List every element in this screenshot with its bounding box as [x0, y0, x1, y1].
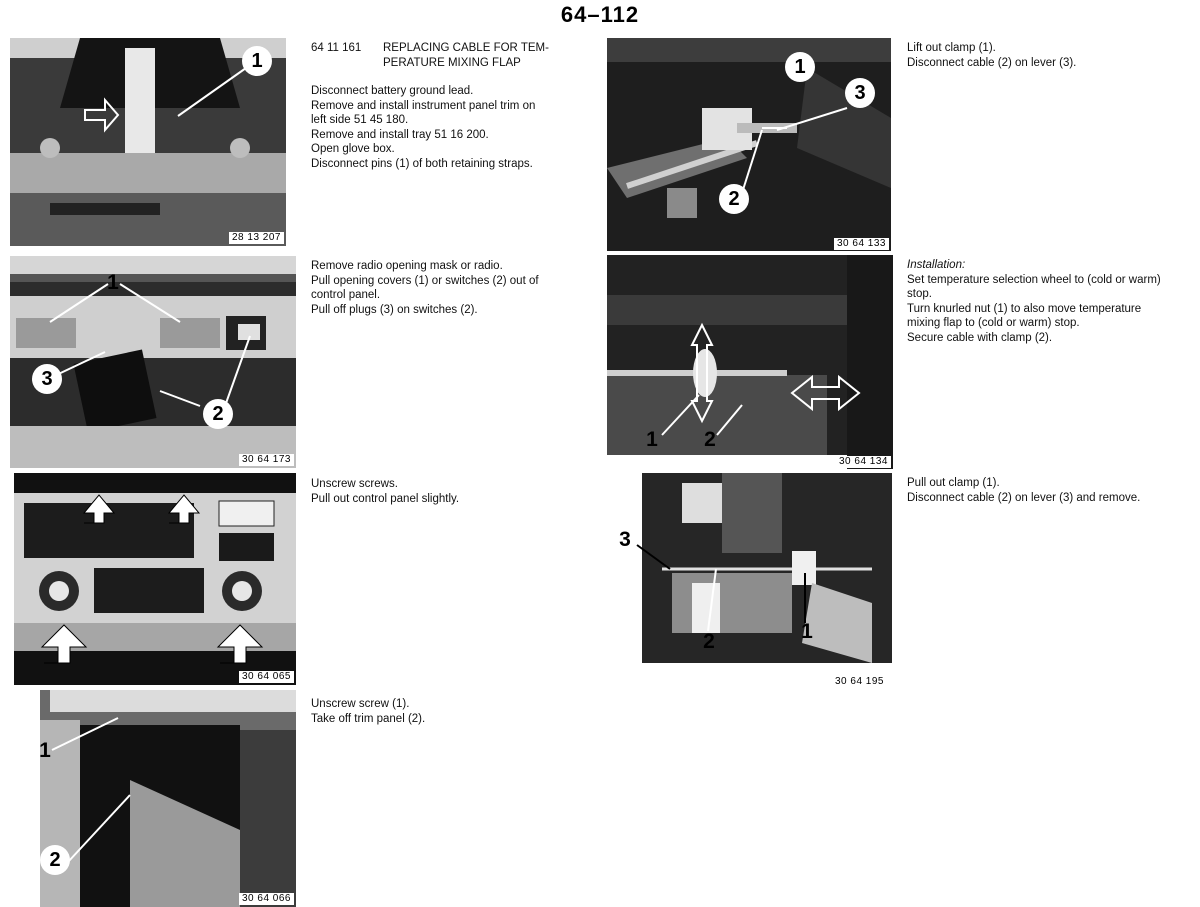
figure-code: 30 64 065 — [239, 671, 294, 683]
figure-code: 30 64 066 — [239, 893, 294, 905]
section-clamp: Lift out clamp (1). Disconnect cable (2)… — [907, 41, 1076, 70]
figure-photo-trim-panel: 1 2 30 64 066 — [10, 690, 296, 907]
figure-callout: 1 — [801, 620, 813, 643]
step-line: Take off trim panel (2). — [311, 712, 426, 725]
procedure-title-line1: REPLACING CABLE FOR TEM- — [383, 42, 549, 54]
step-line: Secure cable with clamp (2). — [907, 331, 1053, 344]
figure-callout: 2 — [704, 428, 716, 451]
step-line: Open glove box. — [311, 143, 395, 155]
step-line: left side 51 45 180. — [311, 114, 409, 126]
step-line: Unscrew screws. — [311, 478, 398, 490]
figure-callout: 1 — [785, 52, 815, 82]
page-number: 64–112 — [560, 2, 640, 27]
section-screws: Unscrew screws. Pull out control panel s… — [311, 477, 459, 506]
figure-callout: 3 — [845, 78, 875, 108]
procedure-title-line2: PERATURE MIXING FLAP — [383, 56, 521, 69]
step-line: Turn knurled nut (1) to also move temper… — [907, 302, 1142, 315]
figure-callout: 1 — [242, 46, 272, 76]
section-intro: 64 11 161 REPLACING CABLE FOR TEM- PERATU… — [311, 41, 549, 171]
step-line: mixing flap to (cold or warm) stop. — [907, 317, 1080, 329]
step-line: Disconnect cable (2) on lever (3) and re… — [907, 491, 1141, 504]
step-line: Remove radio opening mask or radio. — [311, 260, 503, 272]
step-line: Unscrew screw (1). — [311, 698, 410, 710]
figure-callout: 1 — [107, 271, 119, 294]
figure-callout: 1 — [646, 428, 658, 451]
figure-photo-clamp-lever: 1 3 2 30 64 133 — [607, 38, 891, 251]
step-line: Disconnect pins (1) of both retaining st… — [311, 157, 533, 170]
figure-photo-retaining-strap: 1 28 13 207 — [10, 38, 286, 246]
figure-photo-pull-out-clamp: 3 2 1 30 64 195 — [612, 473, 892, 688]
figure-code: 30 64 195 — [832, 676, 887, 688]
step-line: Pull out control panel slightly. — [311, 492, 460, 505]
installation-heading: Installation: — [907, 259, 966, 271]
procedure-code: 64 11 161 — [311, 42, 362, 54]
figure-callout: 2 — [203, 399, 233, 429]
step-line: Remove and install tray 51 16 200. — [311, 128, 489, 141]
step-line: Pull opening covers (1) or switches (2) … — [311, 274, 539, 287]
step-line: Pull out clamp (1). — [907, 477, 1000, 489]
step-line: Disconnect cable (2) on lever (3). — [907, 56, 1077, 69]
procedure-title: 64 11 161 REPLACING CABLE FOR TEM- PERATU… — [311, 41, 549, 70]
figure-code: 30 64 173 — [239, 454, 294, 466]
step-line: Disconnect battery ground lead. — [311, 85, 474, 97]
figure-callout: 3 — [619, 528, 631, 551]
figure-code: 30 64 134 — [836, 456, 891, 468]
figure-photo-control-panel-switches: 1 3 2 30 64 173 — [10, 256, 296, 468]
figure-code: 30 64 133 — [834, 238, 889, 250]
figure-callout: 2 — [703, 630, 715, 653]
figure-callout: 1 — [39, 739, 51, 762]
section-installation: Installation: Set temperature selection … — [907, 258, 1161, 345]
figure-photo-knurled-nut: 1 2 30 64 134 — [607, 255, 893, 469]
step-line: control panel. — [311, 289, 381, 301]
figure-callout: 2 — [719, 184, 749, 214]
figure-code: 28 13 207 — [229, 232, 284, 244]
step-line: Set temperature selection wheel to (cold… — [907, 273, 1161, 286]
figure-callout: 2 — [40, 845, 70, 875]
step-line: Lift out clamp (1). — [907, 42, 996, 54]
figure-callout: 3 — [32, 364, 62, 394]
section-trim: Unscrew screw (1). Take off trim panel (… — [311, 697, 425, 726]
section-radio: Remove radio opening mask or radio. Pull… — [311, 259, 539, 317]
section-pullout: Pull out clamp (1). Disconnect cable (2)… — [907, 476, 1140, 505]
figure-photo-control-panel-screws: 30 64 065 — [14, 473, 296, 685]
step-line: Pull off plugs (3) on switches (2). — [311, 303, 478, 316]
step-line: stop. — [907, 288, 932, 300]
step-line: Remove and install instrument panel trim… — [311, 99, 536, 112]
